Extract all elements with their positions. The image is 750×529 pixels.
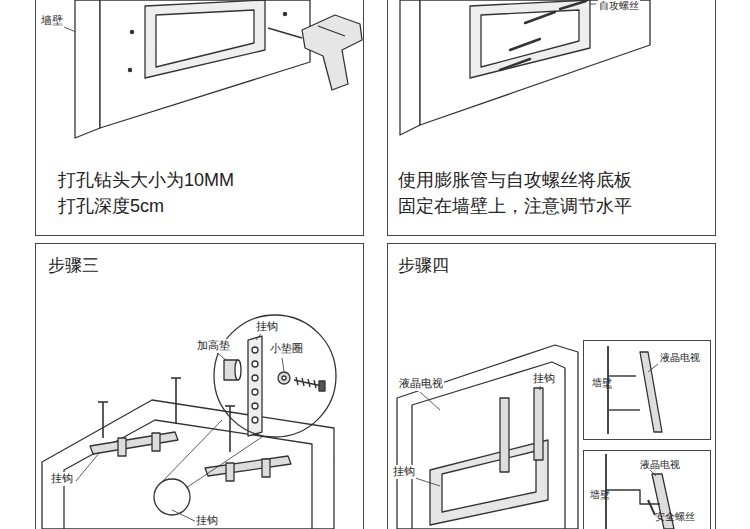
part-label: 自攻螺丝 [598, 0, 640, 13]
detail-box: 液晶电视墙壁安全螺丝 [583, 450, 711, 529]
part-label: 墙壁 [40, 14, 64, 28]
step-panel: 打孔钻头大小为10MM 打孔深度5cm [35, 0, 364, 236]
step-instruction: 打孔钻头大小为10MM 打孔深度5cm [58, 167, 273, 219]
step-instruction: 使用膨胀管与自攻螺丝将底板 固定在墙壁上，注意调节水平 [398, 167, 670, 219]
step-heading: 步骤四 [398, 255, 449, 276]
part-label: 小垫圈 [270, 342, 303, 356]
part-label: 挂钩 [256, 320, 278, 334]
zoom-circle: 挂钩小垫圈 [213, 314, 337, 438]
part-label: 液晶电视 [398, 377, 444, 391]
part-label: 挂钩 [392, 465, 416, 479]
part-label: 液晶电视 [640, 459, 680, 472]
part-label: 安全螺丝 [655, 511, 695, 524]
detail-box: 液晶电视墙壁 [583, 340, 711, 440]
part-label: 墙壁 [590, 489, 610, 502]
part-label: 加高垫 [196, 339, 231, 353]
part-label: 挂钩 [50, 472, 74, 486]
part-label: 挂钩 [532, 372, 556, 386]
part-label: 墙壁 [592, 377, 612, 390]
part-label: 挂钩 [195, 514, 219, 528]
step-panel: 使用膨胀管与自攻螺丝将底板 固定在墙壁上，注意调节水平 [387, 0, 716, 236]
zoom-circle-line [214, 315, 336, 437]
step-heading: 步骤三 [48, 255, 99, 276]
part-label: 液晶电视 [660, 352, 700, 365]
step-panel: 步骤三挂钩小垫圈 [35, 243, 364, 529]
